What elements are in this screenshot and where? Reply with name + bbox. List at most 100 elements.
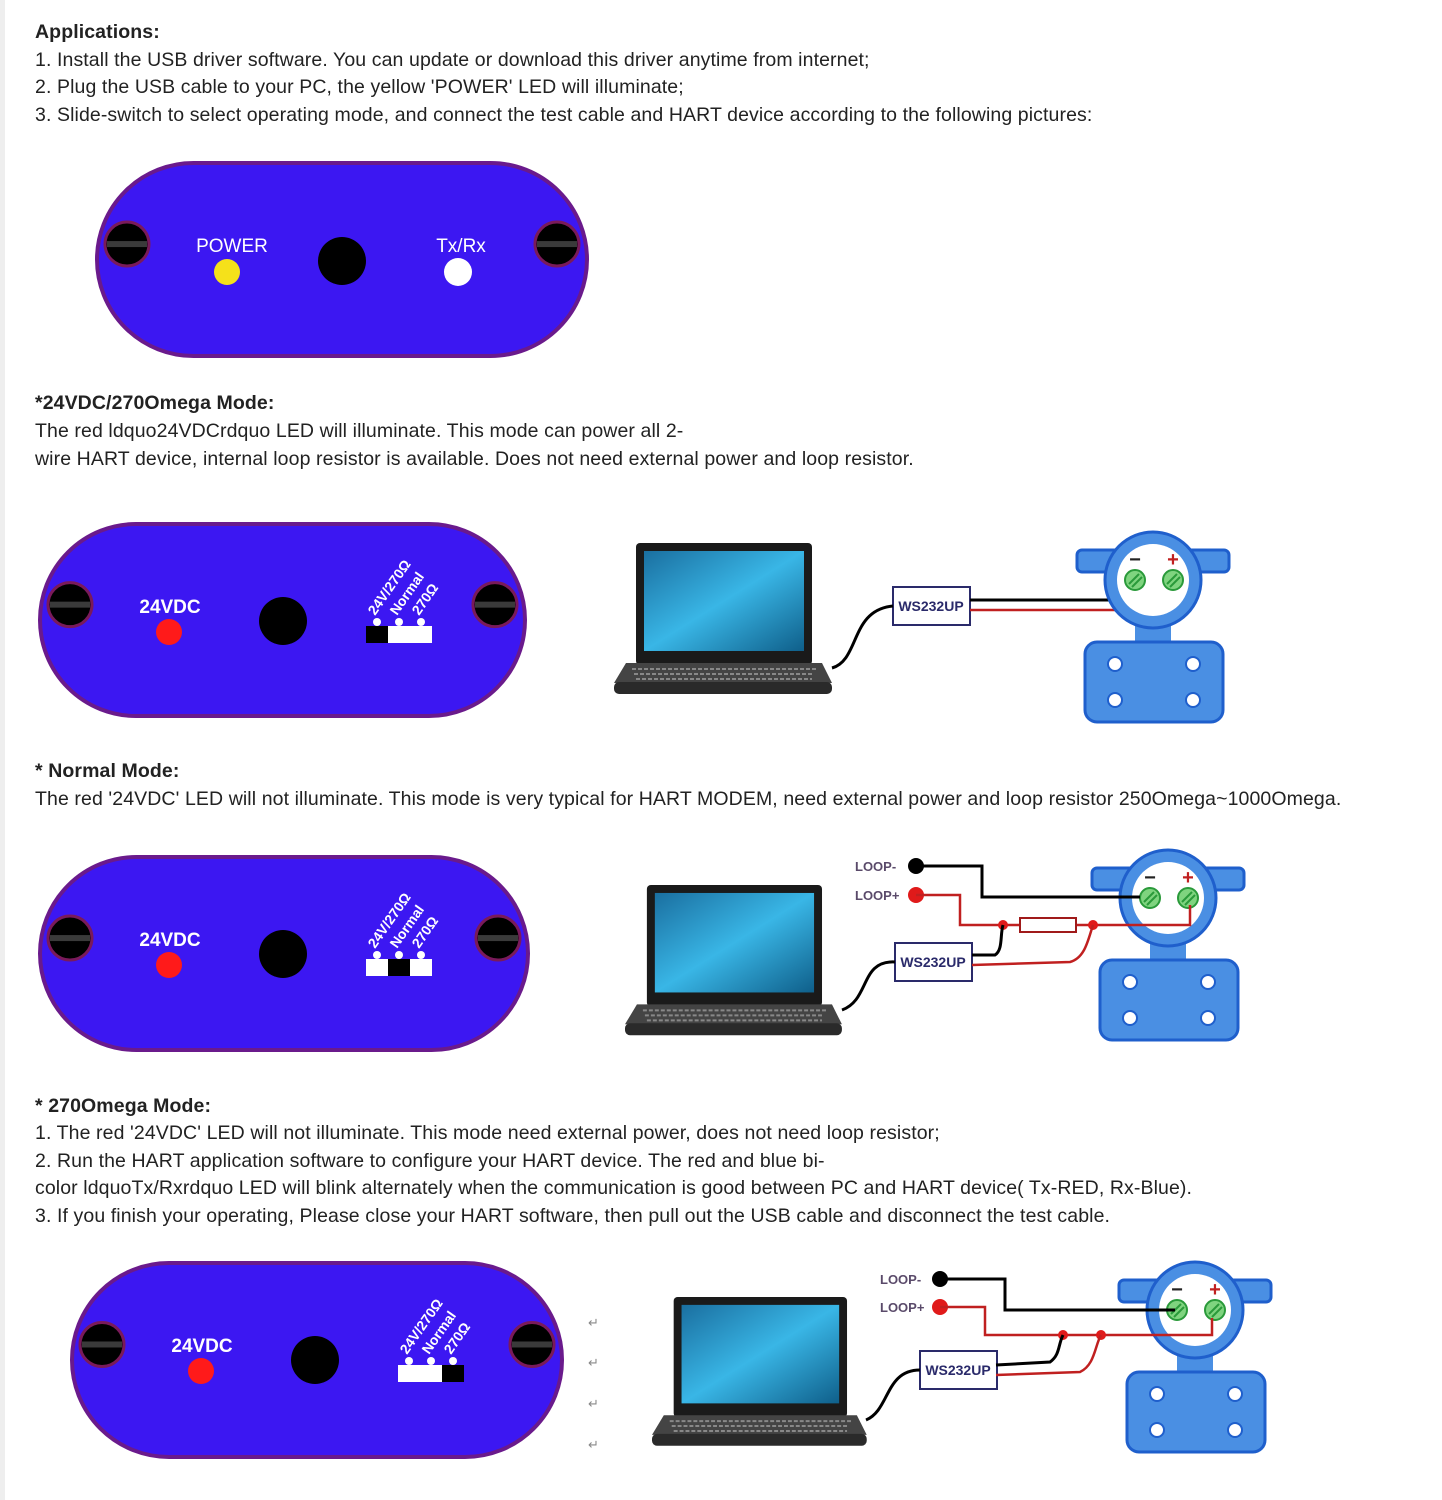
ws232up-label: WS232UP <box>925 1362 990 1378</box>
mode-24vdc-line: The red ldquo24VDCrdquo LED will illumin… <box>35 420 684 442</box>
ws232up-box <box>892 586 971 626</box>
wire-plus <box>916 893 1192 927</box>
usb-cable <box>865 1368 921 1422</box>
hart-device-icon: −+ <box>1117 1260 1273 1454</box>
ws232up-label: WS232UP <box>898 598 963 614</box>
screw-hatch <box>1184 894 1196 906</box>
mount-hole <box>1107 692 1123 708</box>
slide-switch-knob <box>366 626 388 643</box>
device-base <box>1125 1370 1267 1454</box>
power-led <box>214 259 240 285</box>
hart-device-icon: −+ <box>1075 530 1231 724</box>
mount-hole <box>1200 1010 1216 1026</box>
applications-line: 1. Install the USB driver software. You … <box>35 49 870 71</box>
slide-switch-knob <box>442 1365 464 1382</box>
laptop-base <box>625 1023 842 1036</box>
loop-plus-label: LOOP+ <box>880 1300 925 1315</box>
mount-hole <box>1200 974 1216 990</box>
mode-270-line: 3. If you finish your operating, Please … <box>35 1205 1111 1227</box>
terminal-polarity: − <box>1129 549 1141 571</box>
24vdc-label: 24VDC <box>171 1336 233 1357</box>
loop-resistor <box>1019 917 1077 933</box>
mode-270-line: 1. The red '24VDC' LED will not illumina… <box>35 1122 940 1144</box>
laptop-base <box>614 682 832 694</box>
mode-normal-line: The red '24VDC' LED will not illuminate.… <box>35 788 1342 810</box>
laptop-base <box>652 1433 867 1446</box>
ws232up-box <box>919 1350 998 1390</box>
24vdc-led <box>156 952 182 978</box>
mount-hole <box>1122 1010 1138 1026</box>
terminal-polarity: + <box>1167 549 1179 571</box>
switch-dot <box>449 1357 457 1365</box>
switch-dot <box>395 951 403 959</box>
screw-hatch <box>1208 1303 1220 1315</box>
device-window <box>1117 544 1189 616</box>
modem-wire <box>995 1334 1103 1377</box>
screw-hatch <box>1131 576 1143 588</box>
return-mark: ↵ <box>588 1396 599 1411</box>
modem-wire <box>972 924 1005 957</box>
return-mark: ↵ <box>588 1355 599 1370</box>
24vdc-label: 24VDC <box>139 930 201 951</box>
24vdc-led <box>188 1358 214 1384</box>
laptop-keyboard <box>652 1415 867 1435</box>
mount-hole <box>1227 1422 1243 1438</box>
terminal-screw <box>1204 1299 1226 1321</box>
switch-dot <box>373 951 381 959</box>
switch-dot <box>417 951 425 959</box>
mount-hole <box>1107 656 1123 672</box>
screw-slot <box>50 935 90 942</box>
hart-device-icon: −+ <box>1090 848 1246 1042</box>
applications-line: 2. Plug the USB cable to your PC, the ye… <box>35 76 684 98</box>
laptop-icon <box>625 885 842 1036</box>
screw-slot <box>107 241 147 248</box>
screw-hatch <box>1143 891 1155 903</box>
screw-hatch <box>1170 1303 1182 1315</box>
mount-hole <box>1185 692 1201 708</box>
mount-hole <box>1185 656 1201 672</box>
mount-hole <box>1122 974 1138 990</box>
24vdc-label: 24VDC <box>139 597 201 618</box>
screw-hatch <box>1181 891 1193 903</box>
switch-dot <box>395 618 403 626</box>
return-mark: ↵ <box>588 1437 599 1452</box>
mode-270-line: 2. Run the HART application software to … <box>35 1150 825 1172</box>
page-edge <box>0 0 5 1500</box>
screw-hatch <box>1211 1306 1223 1318</box>
mount-hole <box>1149 1386 1165 1402</box>
mode-normal-heading: * Normal Mode: <box>35 760 180 782</box>
applications-heading: Applications: <box>35 21 160 43</box>
return-mark: ↵ <box>588 1315 599 1330</box>
button-hole <box>259 597 307 645</box>
screw-slot <box>537 241 577 248</box>
mode-270-line: color ldquoTx/Rxrdquo LED will blink alt… <box>35 1177 1193 1199</box>
terminal-polarity: − <box>1144 867 1156 889</box>
wire-minus <box>940 1277 1175 1312</box>
laptop-screen <box>644 551 804 651</box>
screw-hatch <box>1166 573 1178 585</box>
usb-cable <box>841 960 896 1012</box>
terminal-screw <box>1162 569 1184 591</box>
terminal-polarity: + <box>1182 867 1194 889</box>
laptop-icon <box>652 1297 867 1446</box>
applications-line: 3. Slide-switch to select operating mode… <box>35 104 1093 126</box>
modem-wire <box>971 924 1095 967</box>
switch-dot <box>427 1357 435 1365</box>
txrx-label: Tx/Rx <box>436 236 486 257</box>
screw-slot <box>475 601 515 608</box>
laptop-icon <box>614 543 832 694</box>
laptop-screen <box>681 1304 840 1404</box>
loop-minus-label: LOOP- <box>855 859 896 874</box>
mode-270-heading: * 270Omega Mode: <box>35 1095 212 1117</box>
button-hole <box>291 1336 339 1384</box>
terminal-polarity: − <box>1171 1279 1183 1301</box>
screw-slot <box>512 1341 552 1348</box>
loop-minus-label: LOOP- <box>880 1272 921 1287</box>
wire-minus <box>916 864 1140 899</box>
switch-dot <box>405 1357 413 1365</box>
